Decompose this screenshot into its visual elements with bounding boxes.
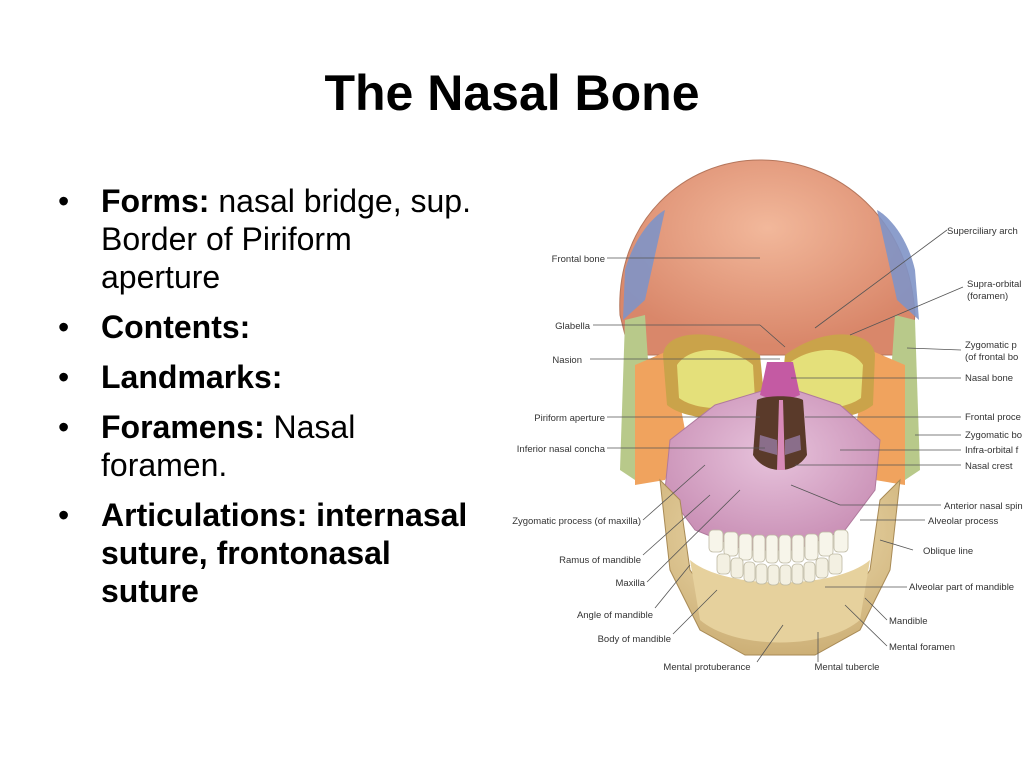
nasal-bone-shape — [760, 362, 800, 400]
label-zygomatic-bone: Zygomatic bo — [965, 430, 1022, 441]
lower-teeth — [716, 553, 843, 586]
upper-teeth — [708, 529, 849, 564]
bullet-text: nasal bridge, sup. Border of Piriform ap… — [101, 183, 471, 295]
label-nasion: Nasion — [552, 355, 582, 366]
bullet-foramens: Foramens: Nasal foramen. — [58, 408, 478, 484]
label-maxilla: Maxilla — [615, 578, 645, 589]
mandible-body-shape — [690, 560, 870, 643]
skull-diagram: Frontal bone Glabella Nasion Piriform ap… — [512, 159, 1023, 673]
label-nasal-bone: Nasal bone — [965, 373, 1013, 384]
orbit-left-inner — [677, 350, 755, 409]
bullet-label: Contents: — [101, 309, 251, 345]
bullet-label: Foramens: — [101, 409, 265, 445]
bullet-list: Forms: nasal bridge, sup. Border of Piri… — [58, 182, 478, 622]
slide-title: The Nasal Bone — [324, 65, 700, 121]
label-frontal-process: Frontal proce — [965, 412, 1021, 423]
conchae-shape — [759, 435, 801, 455]
bullet-articulations: Articulations: internasal suture, fronto… — [58, 496, 478, 610]
label-oblique-line: Oblique line — [923, 546, 973, 557]
frontal-bone-shape — [619, 159, 916, 356]
bullet-label: Forms: — [101, 183, 210, 219]
label-mental-foramen: Mental foramen — [889, 642, 955, 653]
label-body-of-mandible: Body of mandible — [598, 634, 671, 645]
bullet-contents: Contents: — [58, 308, 478, 346]
bullet-forms: Forms: nasal bridge, sup. Border of Piri… — [58, 182, 478, 296]
label-ramus-of-mandible: Ramus of mandible — [559, 555, 641, 566]
label-mental-protuberance: Mental protuberance — [663, 662, 750, 673]
label-angle-of-mandible: Angle of mandible — [577, 610, 653, 621]
bullet-label: Landmarks: — [101, 359, 283, 395]
bullet-landmarks: Landmarks: — [58, 358, 478, 396]
label-mental-tubercle: Mental tubercle — [815, 662, 880, 673]
label-piriform-aperture: Piriform aperture — [534, 413, 605, 424]
label-anterior-nasal-spine: Anterior nasal spin — [944, 501, 1023, 512]
label-supra-orbital: Supra-orbital — [967, 279, 1021, 290]
label-inferior-nasal-concha: Inferior nasal concha — [517, 444, 606, 455]
label-glabella: Glabella — [555, 321, 591, 332]
bullet-label: Articulations: — [101, 497, 308, 533]
label-nasal-crest: Nasal crest — [965, 461, 1013, 472]
parietal-right-shape — [877, 210, 919, 320]
label-mandible: Mandible — [889, 616, 928, 627]
label-supra-orbital-foramen: (foramen) — [967, 291, 1008, 302]
leader-lines — [590, 229, 964, 663]
label-zygomatic-process-frontal: Zygomatic p — [965, 340, 1017, 351]
nasal-septum-shape — [777, 400, 785, 470]
label-zygomatic-process-maxilla: Zygomatic process (of maxilla) — [512, 516, 641, 527]
label-frontal-bone: Frontal bone — [552, 254, 605, 265]
bullet-text: internasal suture, frontonasal suture — [101, 497, 468, 609]
label-infra-orbital: Infra-orbital f — [965, 445, 1019, 456]
label-alveolar-process: Alveolar process — [928, 516, 998, 527]
parietal-left-shape — [623, 210, 665, 320]
label-alveolar-part-mandible: Alveolar part of mandible — [909, 582, 1014, 593]
label-superciliary-arch: Superciliary arch — [947, 226, 1018, 237]
bullet-text: Nasal foramen. — [101, 409, 356, 483]
label-of-frontal-bone: (of frontal bo — [965, 352, 1018, 363]
